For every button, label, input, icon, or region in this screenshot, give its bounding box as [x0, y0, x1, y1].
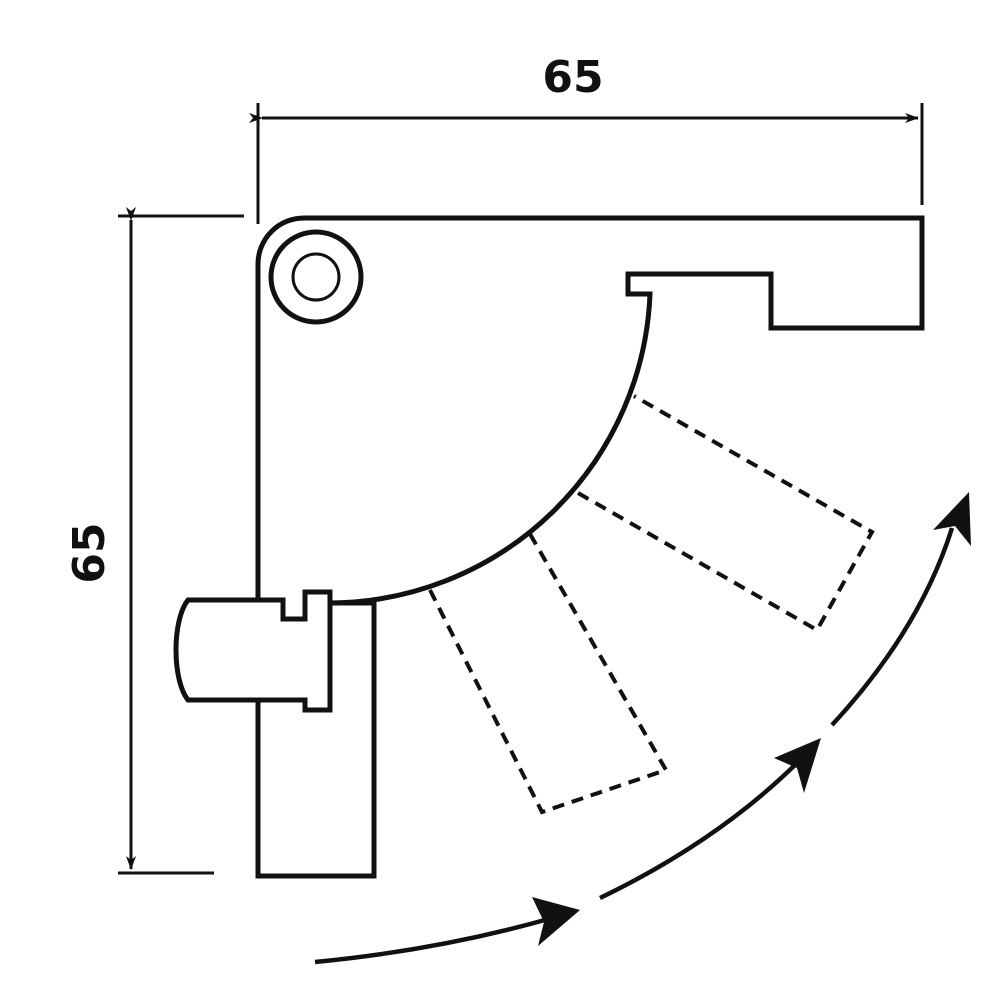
rotated-position-1	[428, 533, 669, 815]
rotation-arc-1	[314, 915, 553, 965]
rotation-arrowhead-2	[774, 738, 821, 793]
rotation-arrowhead-3	[933, 492, 971, 546]
rotation-arc-3	[830, 527, 955, 727]
rotation-positions	[428, 394, 875, 815]
rotated-position-2	[577, 394, 875, 633]
height-dimension: 65	[64, 207, 244, 875]
pivot-pin	[268, 229, 364, 325]
height-dimension-label: 65	[64, 522, 115, 583]
rotation-arc-2	[599, 758, 802, 901]
width-dimension-label: 65	[542, 52, 603, 103]
pivot-pin-inner	[291, 252, 341, 302]
rotation-arrows	[314, 492, 971, 965]
hinge-body	[255, 215, 925, 879]
width-dimension: 65	[249, 52, 924, 224]
rotation-arrowhead-1	[532, 897, 580, 946]
latch-knob	[173, 589, 333, 713]
